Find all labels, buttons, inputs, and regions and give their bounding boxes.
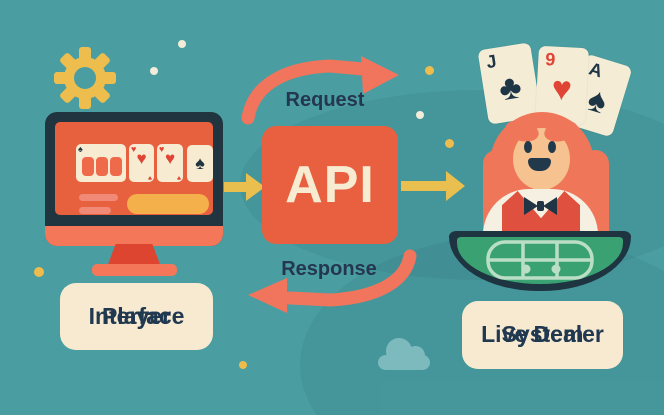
club-icon: ♣ [496,67,525,109]
player-label-line1: Player [101,302,172,329]
response-arrow-icon [248,249,417,313]
bow-tie-knot [537,201,544,211]
dealer-label-line1: Live Dealer [481,321,604,348]
cloud-icon [378,336,430,370]
screen-text-line [79,207,111,214]
request-label: Request [285,89,365,111]
decorative-dot [34,267,44,277]
heart-icon: ♥ [147,174,152,181]
decorative-dot [239,361,247,369]
decorative-dot [178,40,186,48]
heart-icon: ♥ [176,174,181,181]
api-label: API [285,156,375,214]
heart-icon: ♥ [550,69,573,109]
request-arrow-icon [241,56,399,125]
decorative-dot [445,139,454,148]
monitor-screen: ♠ ♥ ♥ ♥ ♥ ♥ ♥ ♠ [55,122,213,215]
gear-icon [54,47,116,109]
dealer-eye [524,141,532,153]
flow-arrow-right-icon [401,171,465,201]
cloud-part [378,355,430,370]
betting-grid-icon [486,240,594,280]
bow-tie-right [543,197,557,215]
heart-icon: ♥ [164,149,176,168]
heart-icon: ♥ [131,144,137,154]
decorative-dot [425,66,434,75]
decorative-dot [150,67,158,75]
flow-arrow-left-icon [224,173,265,201]
monitor-icon: ♠ ♥ ♥ ♥ ♥ ♥ ♥ ♠ [45,112,223,246]
bow-tie-left [524,197,538,215]
live-dealer-system-label: Live Dealer System [462,301,623,369]
player-interface-label: Player Interface [60,283,213,350]
dealer-eye [548,141,556,153]
response-label: Response [281,258,377,280]
screen-heart-card: ♥ ♥ ♥ [129,144,154,182]
monitor-bezel [45,226,223,246]
bow-tie-icon [524,197,557,215]
chip-icon [110,157,122,176]
chip-icon [82,157,94,176]
monitor-stand [107,244,161,267]
dealer-mouth [528,158,551,171]
screen-chip-card: ♠ [76,144,126,182]
chip-icon [96,157,108,176]
heart-icon: ♥ [159,144,165,154]
spade-icon: ♠ [195,153,205,173]
heart-icon: ♥ [136,149,147,168]
dealer-label-line2: System [501,321,584,348]
monitor-stand-base [92,264,177,276]
decorative-dot [416,111,424,119]
spade-icon: ♠ [78,144,83,154]
screen-text-line [79,194,118,201]
screen-spade-card: ♠ [187,145,213,182]
card-table-icon [449,231,631,291]
api-node: API [262,126,398,244]
screen-heart-card: ♥ ♥ ♥ [157,144,183,182]
player-label-line2: Interface [88,302,185,329]
screen-action-button [127,194,209,214]
